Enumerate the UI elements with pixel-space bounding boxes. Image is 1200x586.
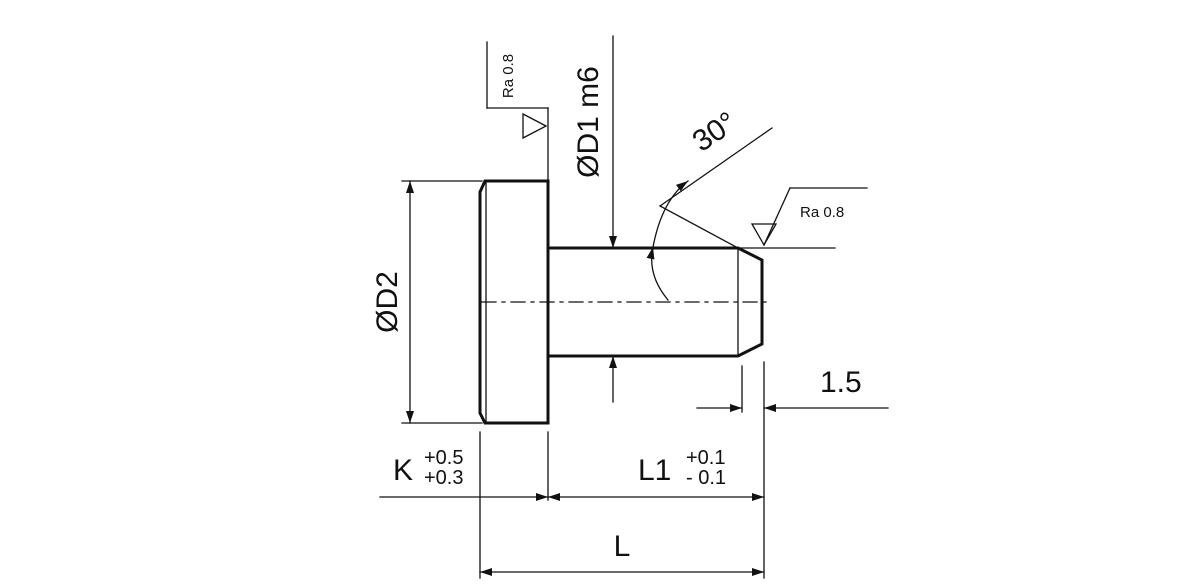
k-tol-lower: +0.3	[424, 467, 463, 489]
l-label: L	[614, 530, 631, 563]
surface-finish-left: Ra 0.8	[486, 41, 549, 182]
d1-label: ØD1 m6	[572, 66, 605, 178]
l1-tol-lower: - 0.1	[686, 467, 726, 489]
d1-dimension: ØD1 m6	[572, 35, 617, 403]
chamfer-label: 1.5	[820, 366, 862, 399]
l1-dimension: L1 +0.1 - 0.1	[547, 447, 765, 501]
ra-right-label: Ra 0.8	[800, 204, 844, 221]
k-label: K	[393, 454, 413, 487]
l1-label: L1	[638, 454, 671, 487]
d2-label: ØD2	[371, 271, 404, 333]
chamfer-dimension: 1.5	[696, 361, 889, 579]
surface-finish-right: Ra 0.8	[739, 187, 868, 249]
l-dimension: L	[479, 530, 765, 576]
k-dimension: K +0.5 +0.3	[379, 447, 549, 501]
k-tol-upper: +0.5	[424, 447, 463, 469]
l1-tol-upper: +0.1	[686, 447, 725, 469]
d2-dimension: ØD2	[371, 180, 483, 424]
pin-shank	[546, 246, 764, 358]
angle-label: 30°	[687, 106, 743, 159]
angle-dimension: 30°	[646, 106, 773, 301]
ra-left-label: Ra 0.8	[500, 54, 517, 98]
